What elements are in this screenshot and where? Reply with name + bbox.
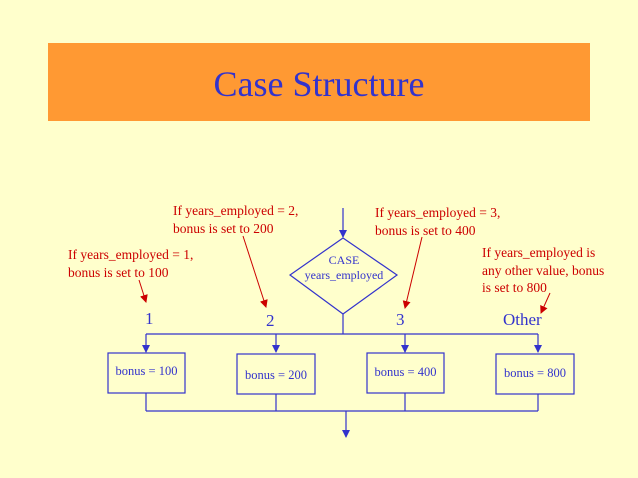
branch-label-other: Other	[503, 310, 542, 329]
box-bonus-800	[495, 353, 575, 395]
box-text-100: bonus = 100	[115, 364, 178, 378]
box-text-400: bonus = 400	[374, 365, 437, 379]
note-years-other: If years_employed is any other value, bo…	[482, 245, 605, 295]
note-years-2: If years_employed = 2, bonus is set to 2…	[173, 203, 299, 236]
branch-label-1: 1	[145, 309, 154, 328]
branch-label-2: 2	[266, 311, 275, 330]
title-bar: Case Structure	[48, 43, 590, 121]
note-arrow-3	[402, 236, 423, 309]
box-text-800: bonus = 800	[504, 366, 566, 380]
box-text-200: bonus = 200	[245, 368, 307, 382]
branch-label-3: 3	[396, 310, 405, 329]
page-title: Case Structure	[213, 64, 425, 104]
note-arrow-1	[138, 279, 148, 303]
note-arrow-2	[242, 235, 268, 308]
note-arrow-other	[540, 292, 551, 314]
case-node-label: CASE years_employed	[304, 253, 384, 282]
note-years-3: If years_employed = 3, bonus is set to 4…	[375, 205, 501, 238]
note-years-1: If years_employed = 1, bonus is set to 1…	[68, 247, 194, 280]
